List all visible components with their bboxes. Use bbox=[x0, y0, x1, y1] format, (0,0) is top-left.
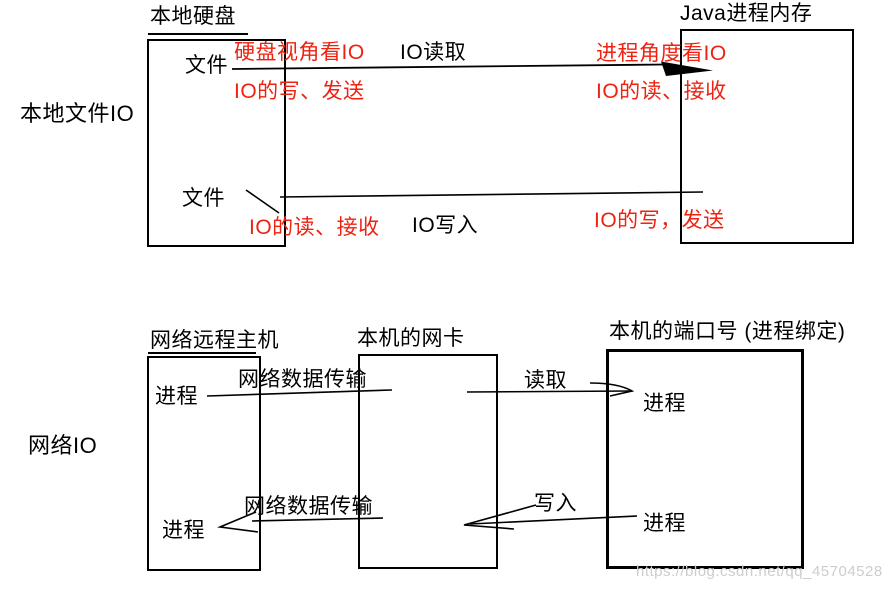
disk-view-note: 硬盘视角看IO bbox=[234, 41, 365, 64]
io-read-label: IO读取 bbox=[400, 41, 467, 64]
port-box bbox=[606, 349, 804, 569]
process-label-remote-bottom: 进程 bbox=[162, 519, 205, 542]
disk-box-title: 本地硬盘 bbox=[150, 5, 236, 28]
nic-box bbox=[358, 354, 498, 569]
io-write-arrow-shaft bbox=[279, 191, 704, 198]
disk-read-receive-note: IO的读、接收 bbox=[249, 216, 380, 239]
section-label-local-file-io: 本地文件IO bbox=[20, 101, 135, 126]
nic-title: 本机的网卡 bbox=[357, 327, 465, 350]
java-box-title: Java进程内存 bbox=[680, 2, 813, 25]
process-label-local-bottom: 进程 bbox=[643, 512, 686, 535]
watermark: https://blog.csdn.net/qq_45704528 bbox=[636, 563, 883, 580]
file-label-bottom: 文件 bbox=[182, 187, 225, 210]
process-label-remote-top: 进程 bbox=[155, 385, 198, 408]
section-label-network-io: 网络IO bbox=[28, 433, 98, 458]
file-label-top: 文件 bbox=[185, 54, 228, 77]
net-transfer-label-top: 网络数据传输 bbox=[238, 368, 367, 391]
read-label: 读取 bbox=[524, 369, 567, 392]
net-transfer-label-bottom: 网络数据传输 bbox=[244, 495, 373, 518]
remote-host-title: 网络远程主机 bbox=[150, 329, 279, 352]
process-write-send-note: IO的写，发送 bbox=[594, 209, 725, 232]
local-disk-box bbox=[147, 39, 286, 247]
port-title: 本机的端口号 (进程绑定) bbox=[609, 320, 846, 343]
process-read-receive-note: IO的读、接收 bbox=[596, 80, 727, 103]
process-view-note: 进程角度看IO bbox=[596, 42, 727, 65]
process-label-local-top: 进程 bbox=[643, 392, 686, 415]
io-write-label: IO写入 bbox=[412, 214, 479, 237]
java-process-memory-box bbox=[680, 29, 854, 244]
write-label: 写入 bbox=[534, 492, 577, 515]
io-read-arrow-shaft bbox=[231, 63, 666, 70]
disk-write-send-note: IO的写、发送 bbox=[234, 80, 365, 103]
remote-host-box bbox=[147, 356, 261, 571]
